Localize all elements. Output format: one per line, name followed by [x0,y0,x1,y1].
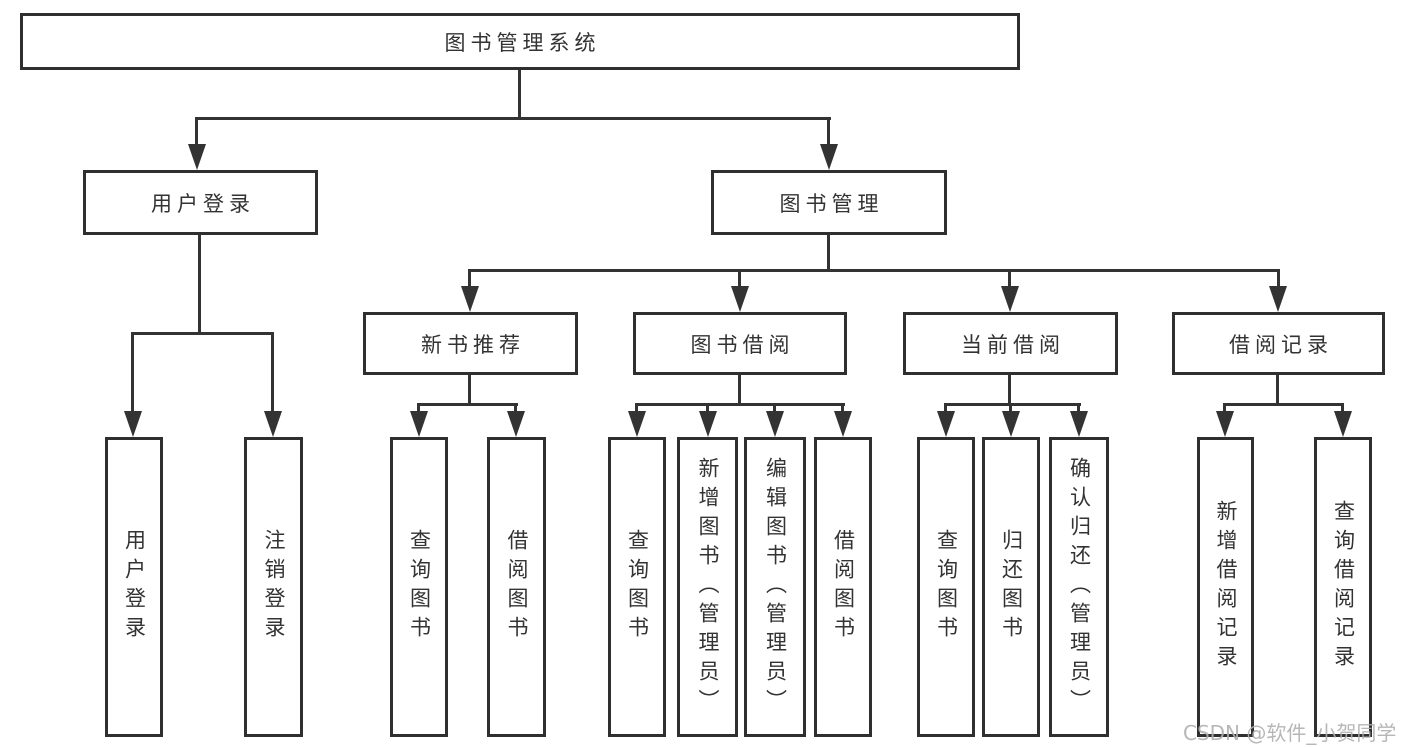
leaf-query-borrow-record: 查询借阅记录 [1314,437,1372,737]
node-borrow-record: 借阅记录 [1172,312,1385,375]
arrowhead-down-icon [1216,411,1234,437]
connector-hline [131,332,274,335]
node-book-management: 图书管理 [711,170,947,235]
node-new-book-recommend-label: 新书推荐 [421,332,525,357]
arrowhead-down-icon [507,411,525,437]
leaf-borrow-book-label: 借阅图书 [831,529,856,645]
connector-vline [827,117,830,144]
node-root-label: 图书管理系统 [444,30,601,55]
node-current-borrow-label: 当前借阅 [961,332,1065,357]
leaf-edit-book-admin: 编辑图书（管理员） [744,437,806,737]
leaf-return-book: 归还图书 [982,437,1040,737]
connector-vline [773,403,776,412]
connector-vline [1277,269,1280,287]
leaf-query-book-recommend-label: 查询图书 [407,529,432,645]
connector-hline [195,117,831,120]
connector-vline [468,375,471,405]
leaf-borrow-book-recommend-label: 借阅图书 [505,529,529,645]
leaf-add-borrow-record-label: 新增借阅记录 [1214,500,1238,674]
leaf-logout-label: 注销登录 [262,529,286,645]
connector-vline [1223,403,1226,412]
connector-vline [195,117,198,144]
node-borrow-record-label: 借阅记录 [1229,332,1333,357]
leaf-query-borrow-record-label: 查询借阅记录 [1331,500,1356,674]
connector-hline [417,403,518,406]
node-root-system: 图书管理系统 [20,13,1020,70]
arrowhead-down-icon [834,411,852,437]
arrowhead-down-icon [1070,411,1088,437]
connector-vline [827,235,830,271]
arrowhead-down-icon [731,286,749,312]
connector-vline [417,403,420,412]
connector-vline [944,403,947,412]
leaf-query-book-recommend: 查询图书 [390,437,448,737]
connector-hline [944,403,1081,406]
leaf-edit-book-admin-label: 编辑图书（管理员） [763,456,788,718]
arrowhead-down-icon [461,286,479,312]
csdn-watermark: CSDN @软件_小贺同学 [1183,717,1396,746]
leaf-add-borrow-record: 新增借阅记录 [1197,437,1254,737]
connector-vline [468,269,471,287]
connector-vline [1008,375,1011,405]
arrowhead-down-icon [1334,411,1352,437]
leaf-return-book-label: 归还图书 [999,529,1024,645]
leaf-query-book-borrow: 查询图书 [608,437,666,737]
arrowhead-down-icon [699,411,717,437]
arrowhead-down-icon [1002,411,1020,437]
leaf-borrow-book: 借阅图书 [814,437,872,737]
connector-vline [1008,269,1011,287]
connector-vline [1077,403,1080,412]
leaf-add-book-admin-label: 新增图书（管理员） [696,456,720,718]
arrowhead-down-icon [1269,286,1287,312]
arrowhead-down-icon [264,411,282,437]
connector-vline [1341,403,1344,412]
arrowhead-down-icon [124,411,142,437]
leaf-user-login-label: 用户登录 [122,529,147,645]
leaf-confirm-return-admin: 确认归还（管理员） [1049,437,1109,737]
node-book-borrow: 图书借阅 [633,312,847,375]
leaf-user-login: 用户登录 [105,437,163,737]
node-user-login-label: 用户登录 [151,191,255,216]
connector-hline [468,269,1280,272]
node-user-login: 用户登录 [83,170,318,235]
connector-vline [841,403,844,412]
connector-vline [1276,375,1279,405]
leaf-query-book-current-label: 查询图书 [934,529,959,645]
node-book-borrow-label: 图书借阅 [690,332,795,357]
connector-vline [514,403,517,412]
node-book-management-label: 图书管理 [779,191,884,216]
node-current-borrow: 当前借阅 [903,312,1118,375]
connector-vline [738,375,741,405]
connector-vline [635,403,638,412]
connector-hline [635,403,845,406]
connector-vline [131,332,134,411]
arrowhead-down-icon [1001,286,1019,312]
leaf-logout: 注销登录 [244,437,303,737]
arrowhead-down-icon [188,144,206,170]
arrowhead-down-icon [410,411,428,437]
leaf-confirm-return-admin-label: 确认归还（管理员） [1067,456,1092,718]
leaf-borrow-book-recommend: 借阅图书 [487,437,546,737]
csdn-watermark-text: CSDN @软件_小贺同学 [1183,721,1397,745]
connector-vline [706,403,709,412]
leaf-query-book-borrow-label: 查询图书 [625,529,650,645]
connector-vline [198,235,201,334]
connector-vline [1009,403,1012,412]
node-new-book-recommend: 新书推荐 [363,312,578,375]
arrowhead-down-icon [628,411,646,437]
connector-vline [518,70,521,118]
arrowhead-down-icon [937,411,955,437]
leaf-add-book-admin: 新增图书（管理员） [677,437,738,737]
connector-hline [1223,403,1344,406]
arrowhead-down-icon [766,411,784,437]
connector-vline [738,269,741,287]
arrowhead-down-icon [820,144,838,170]
connector-vline [271,332,274,411]
leaf-query-book-current: 查询图书 [917,437,975,737]
